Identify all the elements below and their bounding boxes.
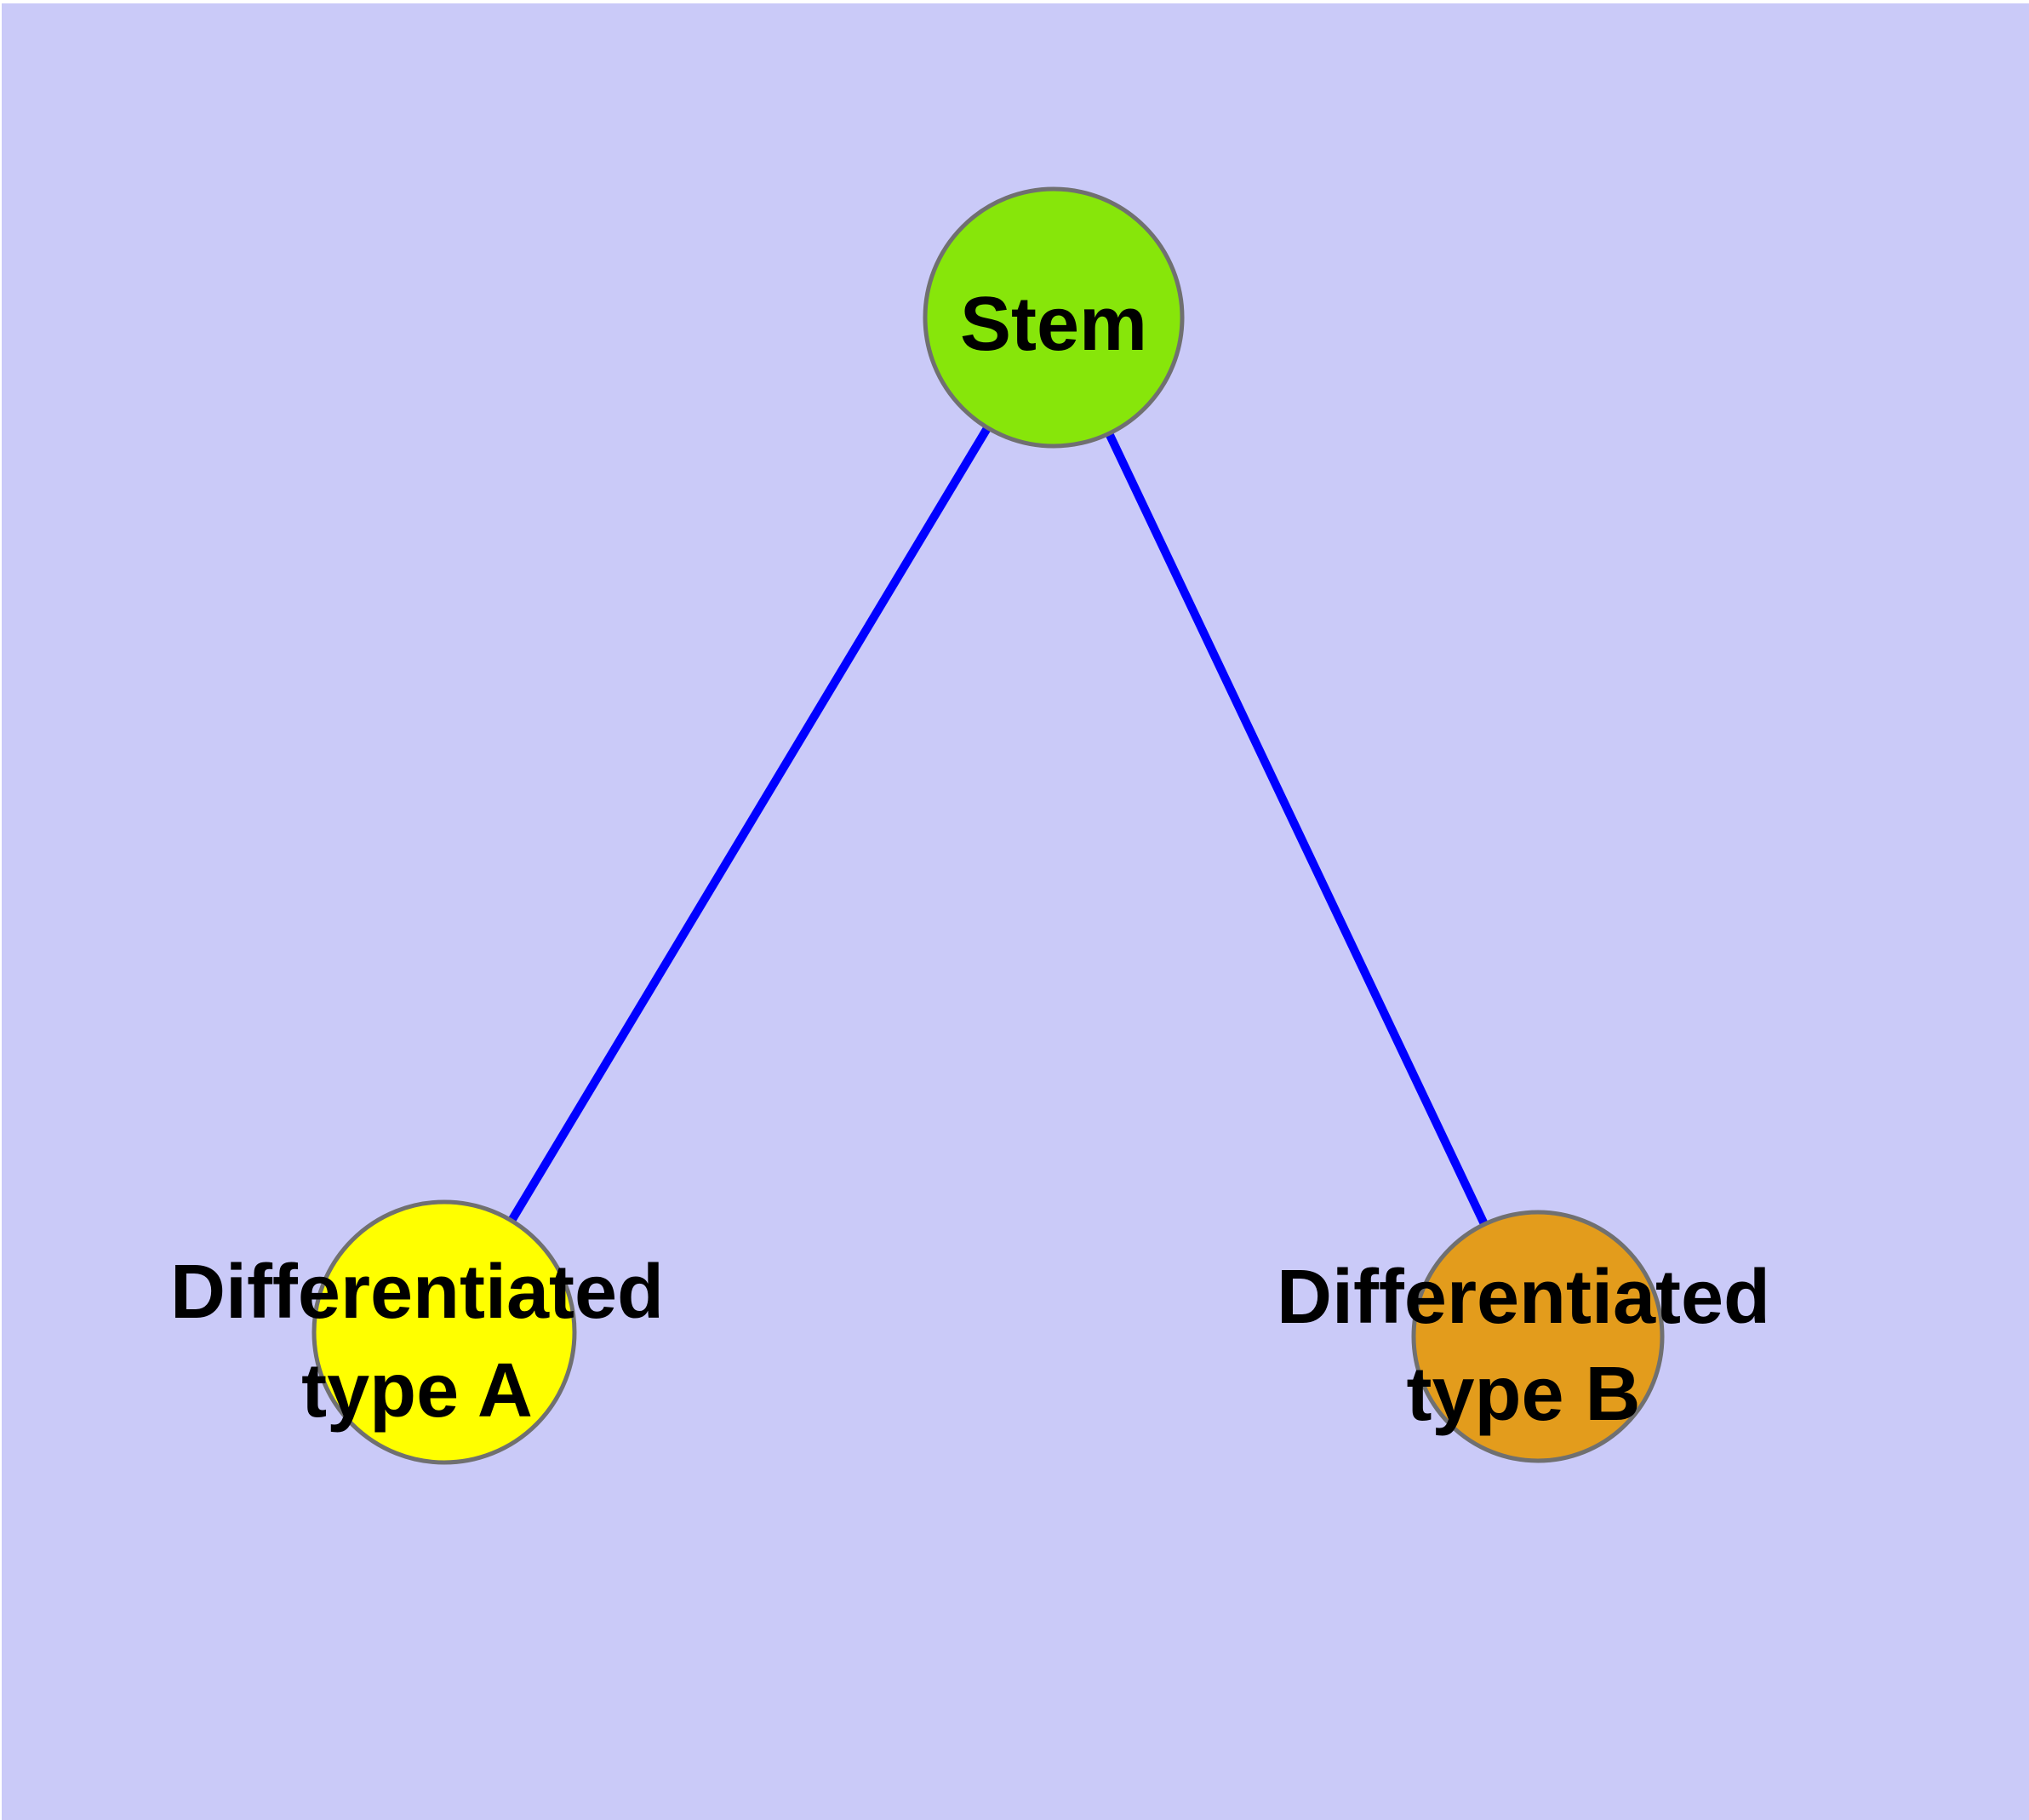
edge-stem-to-type-a <box>507 426 992 1223</box>
type-a-node-label-line1: Differentiated <box>170 1250 664 1335</box>
type-b-node-circle <box>1411 1210 1665 1463</box>
type-a-node-circle <box>311 1199 577 1465</box>
stem-node-label: Stem <box>960 282 1147 367</box>
stem-node-circle <box>923 186 1185 449</box>
type-a-node-label-line2: type A <box>301 1348 533 1434</box>
type-b-node-label-line2: type B <box>1406 1352 1640 1437</box>
type-b-node-label-line1: Differentiated <box>1277 1255 1770 1340</box>
edge-stem-to-type-b <box>1105 431 1489 1227</box>
